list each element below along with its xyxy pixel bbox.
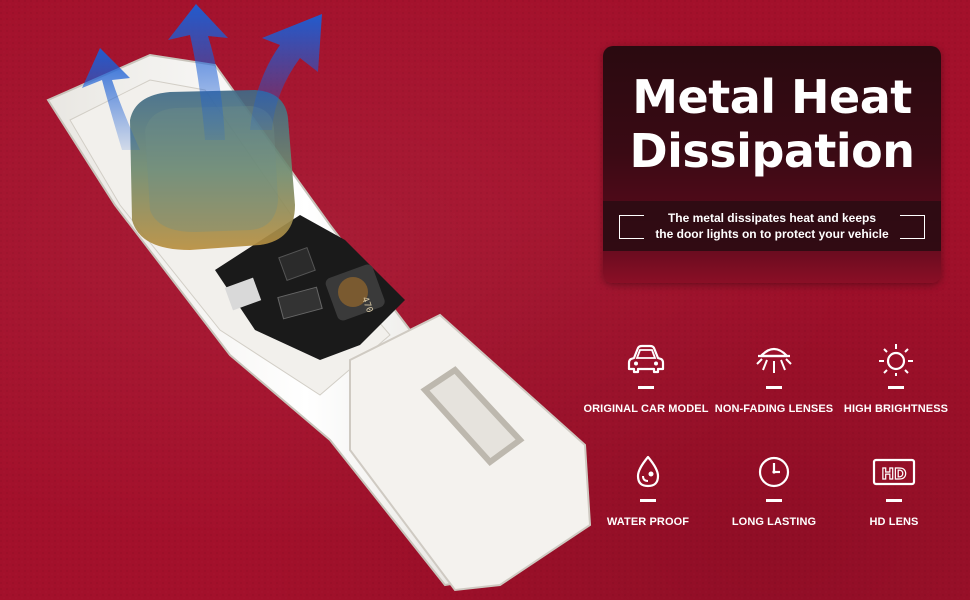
heat-arrow-right bbox=[250, 14, 322, 130]
feature-label: HD LENS bbox=[869, 516, 919, 528]
bracket-right-decoration bbox=[900, 215, 925, 239]
title-panel: Metal Heat Dissipation The metal dissipa… bbox=[603, 46, 941, 283]
feature-label: LONG LASTING bbox=[731, 516, 817, 528]
heat-arrow-center bbox=[168, 4, 228, 140]
feature-divider bbox=[766, 386, 782, 389]
connector-slot bbox=[420, 366, 525, 467]
heat-arrows bbox=[82, 4, 322, 150]
feature-divider bbox=[888, 386, 904, 389]
feature-original-car-model: ORIGINAL CAR MODEL bbox=[581, 342, 711, 415]
inductor: 470 bbox=[325, 264, 385, 321]
water-drop-icon bbox=[636, 455, 660, 488]
feature-label: NON-FADING LENSES bbox=[714, 403, 834, 415]
diode bbox=[277, 286, 323, 320]
svg-text:HD: HD bbox=[881, 465, 906, 483]
tagline-line-1: The metal dissipates heat and keeps bbox=[667, 211, 877, 225]
lamp-icon bbox=[756, 347, 792, 373]
feature-long-lasting: LONG LASTING bbox=[709, 455, 839, 528]
feature-label: HIGH BRIGHTNESS bbox=[843, 403, 949, 415]
feature-non-fading-lenses: NON-FADING LENSES bbox=[709, 342, 839, 415]
bracket-left-decoration bbox=[619, 215, 644, 239]
car-icon bbox=[627, 344, 665, 374]
feature-divider bbox=[638, 386, 654, 389]
feature-divider bbox=[886, 499, 902, 502]
title-line-1: Metal Heat bbox=[632, 70, 912, 124]
connector-plug bbox=[349, 313, 592, 592]
feature-hd-lens: HD HD LENS bbox=[829, 455, 959, 528]
feature-label: ORIGINAL CAR MODEL bbox=[583, 403, 709, 415]
title-line-2: Dissipation bbox=[629, 124, 915, 178]
feature-water-proof: WATER PROOF bbox=[583, 455, 713, 528]
tagline-bar: The metal dissipates heat and keeps the … bbox=[603, 201, 941, 251]
feature-divider bbox=[766, 499, 782, 502]
feature-label: WATER PROOF bbox=[606, 516, 690, 528]
transistor bbox=[278, 246, 316, 282]
tagline: The metal dissipates heat and keeps the … bbox=[643, 210, 901, 242]
tagline-line-2: the door lights on to protect your vehic… bbox=[655, 227, 889, 241]
clock-icon bbox=[758, 456, 790, 488]
feature-high-brightness: HIGH BRIGHTNESS bbox=[831, 342, 961, 415]
hd-icon: HD bbox=[872, 458, 916, 486]
sun-icon bbox=[879, 344, 913, 376]
heat-arrow-left bbox=[82, 48, 140, 150]
led-module-illustration: 470 bbox=[46, 4, 592, 592]
feature-divider bbox=[640, 499, 656, 502]
circuit-board bbox=[215, 215, 405, 360]
page-title: Metal Heat Dissipation bbox=[603, 70, 941, 178]
